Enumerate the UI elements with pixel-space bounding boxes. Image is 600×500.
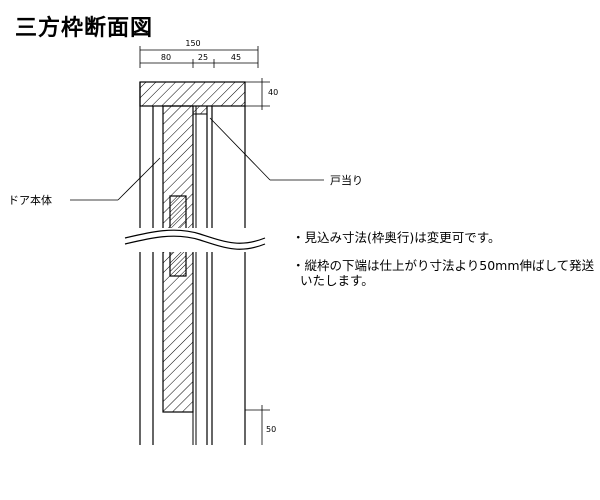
dimension-bottom-extension: 50	[266, 425, 276, 434]
dimension-top-height: 40	[268, 88, 278, 97]
note-jamb-extension-cont: いたします。	[300, 273, 374, 288]
head-frame	[139, 81, 246, 107]
dimension-overall: 150	[185, 39, 200, 48]
page-title: 三方枠断面図	[15, 16, 154, 41]
leader-door-body: ドア本体	[8, 157, 161, 207]
note-depth-changeable: ・見込み寸法(枠奥行)は変更可です。	[292, 230, 501, 245]
head-height-dimension: 40	[245, 78, 278, 110]
leader-door-stop: 戸当り	[209, 117, 363, 187]
door-stop-block	[192, 105, 208, 115]
bottom-extension-dimension: 50	[245, 405, 276, 445]
break-line	[124, 228, 266, 252]
dimension-part3: 45	[231, 53, 241, 62]
top-dimensions: 150 80 25 45	[139, 39, 259, 68]
label-door-body: ドア本体	[8, 193, 52, 207]
dimension-part2: 25	[198, 53, 208, 62]
label-door-stop: 戸当り	[330, 173, 363, 187]
note-jamb-extension: ・縦枠の下端は仕上がり寸法より50mm伸ばして発送	[292, 258, 595, 273]
dimension-part1: 80	[161, 53, 171, 62]
